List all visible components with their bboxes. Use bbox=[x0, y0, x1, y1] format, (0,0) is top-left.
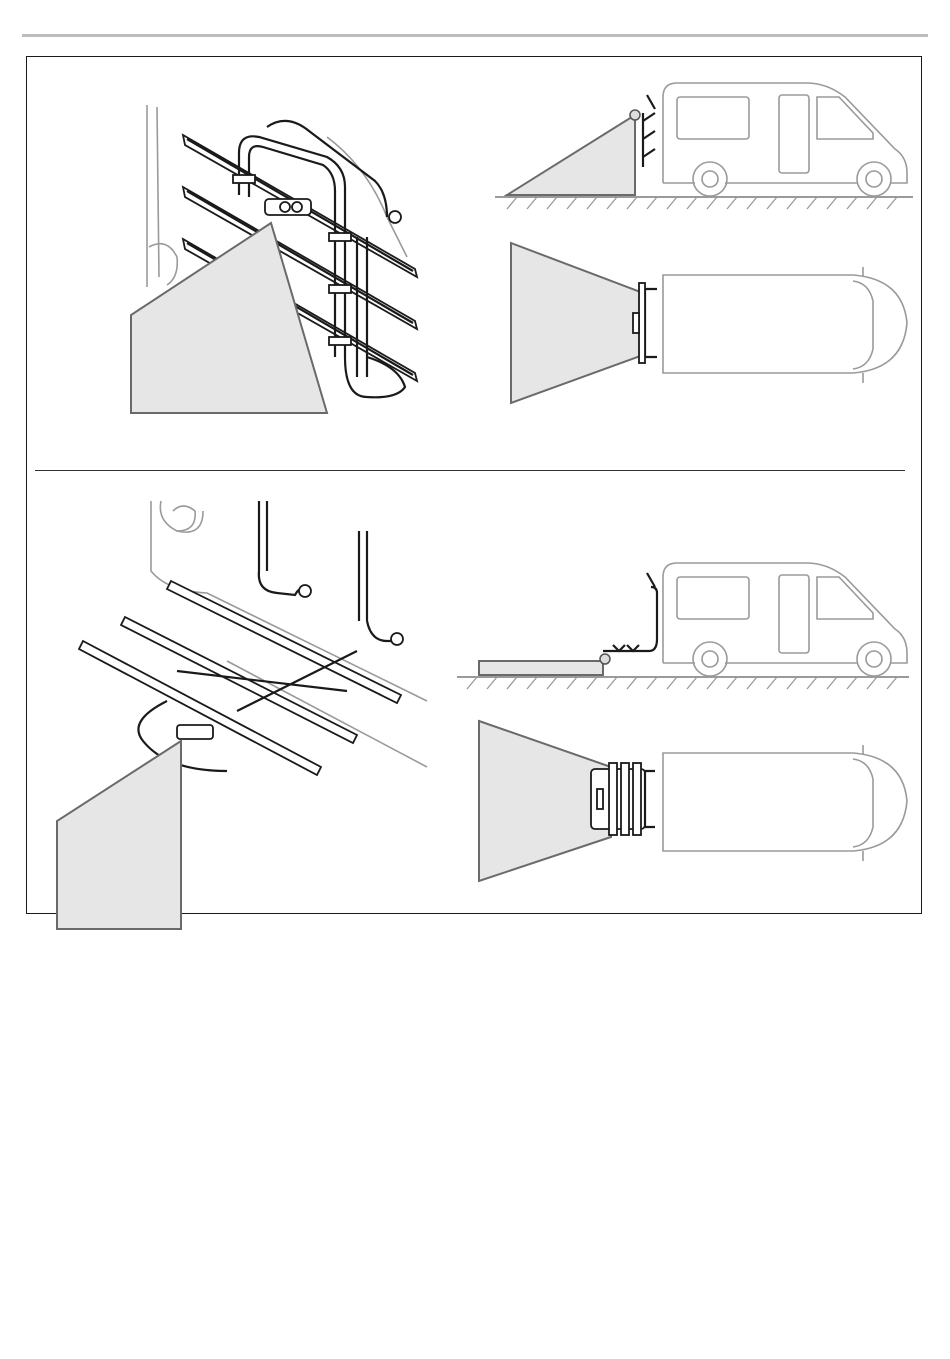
van-icon bbox=[663, 267, 907, 383]
panel-tow-bar-carrier bbox=[27, 471, 921, 913]
van-top-view bbox=[27, 57, 923, 471]
panel-rear-door-carrier bbox=[27, 57, 921, 471]
van-top-view bbox=[27, 471, 923, 913]
van-icon bbox=[663, 745, 907, 861]
header-rule bbox=[22, 34, 928, 37]
illustration-frame bbox=[26, 56, 922, 914]
